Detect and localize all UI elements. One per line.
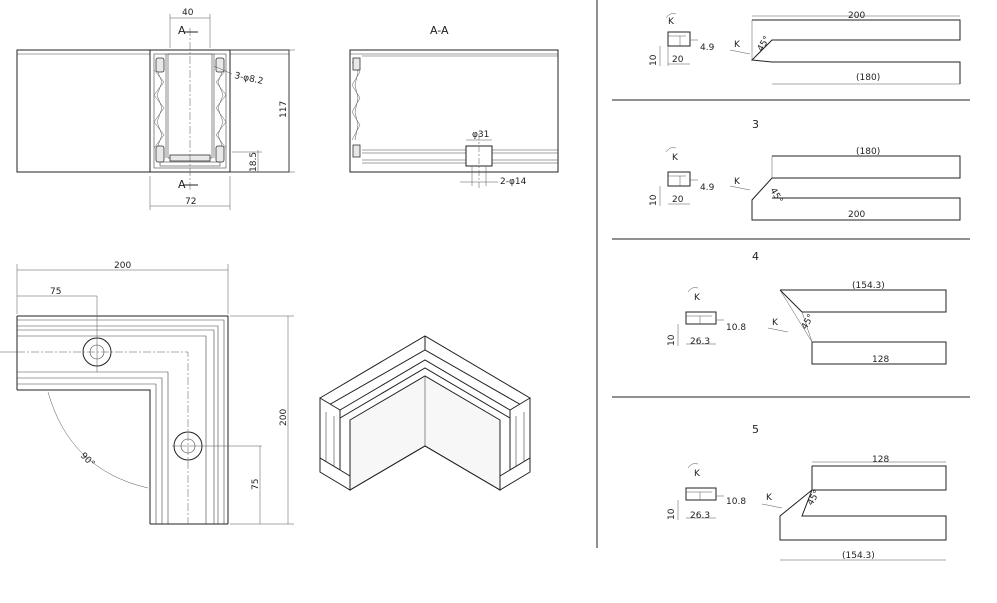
cut-3-profile-h: 10 [649,194,659,206]
cut-3-k-top: K [672,153,679,163]
dim-plan-hole-x: 75 [50,287,61,297]
cut-detail-4: 4 K 10.8 10 26.3 K (154.3) 128 45° [667,250,947,365]
profile-section [149,49,231,173]
cut-1-top: 200 [848,11,865,21]
section-aa-view: A-A φ31 2-φ14 [349,24,559,190]
cut-3-k-side: K [734,177,741,187]
cut-1-angle: 45° [756,35,773,54]
cut-5-offset: 10.8 [726,497,746,507]
cut-1-k-top: K [668,17,675,27]
top-elevation-view: 40 A A 3-φ8.2 117 18.5 72 [16,8,295,210]
dim-height: 117 [279,101,289,118]
cut-5-top: 128 [872,455,889,465]
cut-5-k-top: K [694,469,701,479]
dim-plan-height: 200 [279,409,289,426]
cut-3-top: (180) [856,147,880,157]
cut-4-angle: 45° [800,313,817,332]
cut-4-bottom: 128 [872,355,889,365]
cut-1-profile-w: 20 [672,55,684,65]
isometric-view [319,335,531,491]
cut-4-number: 4 [752,250,759,263]
dim-plan-angle: 90° [78,451,96,469]
cut-4-top: (154.3) [852,281,885,291]
cut-4-profile-w: 26.3 [690,337,710,347]
cut-5-bottom: (154.3) [842,551,875,561]
section-mark-top: A [178,24,186,37]
cut-detail-5: 5 K 10.8 10 26.3 K 128 (154.3) 45° [667,423,947,561]
hole-large-callout: φ31 [472,130,489,140]
cut-5-k-side: K [766,493,773,503]
hole-small-callout: 2-φ14 [500,177,527,187]
cut-3-bottom: 200 [848,210,865,220]
cut-3-offset: 4.9 [700,183,715,193]
cut-4-profile-h: 10 [667,334,677,346]
cut-5-number: 5 [752,423,759,436]
dim-width-top: 40 [182,8,194,18]
cut-5-profile-h: 10 [667,508,677,520]
cut-4-k-top: K [694,293,701,303]
cut-1-bottom: (180) [856,73,880,83]
cut-1-offset: 4.9 [700,43,715,53]
dim-plan-hole-y: 75 [251,479,261,490]
cut-3-profile-w: 20 [672,195,684,205]
section-mark-bottom: A [178,178,186,191]
dim-slot-height: 18.5 [249,152,259,172]
section-outline [349,49,559,173]
dim-plan-length: 200 [114,261,131,271]
cut-5-angle: 45° [806,489,823,508]
cut-5-profile-w: 26.3 [690,511,710,521]
plan-corner-view: 200 75 200 75 90° [0,261,294,525]
cut-detail-3: 3 K 4.9 10 20 K (180) 200 45° [649,118,961,221]
cut-1-k-side: K [734,40,741,50]
cut-1-profile-h: 10 [649,54,659,66]
cut-4-offset: 10.8 [726,323,746,333]
dim-width-bottom: 72 [185,197,196,207]
section-title: A-A [430,24,449,37]
cut-3-angle: 45° [767,187,784,206]
cut-4-k-side: K [772,318,779,328]
hole-callout: 3-φ8.2 [233,71,264,87]
cut-3-number: 3 [752,118,759,131]
cut-detail-1: K 4.9 10 20 K 200 (180) 45° [649,11,961,85]
